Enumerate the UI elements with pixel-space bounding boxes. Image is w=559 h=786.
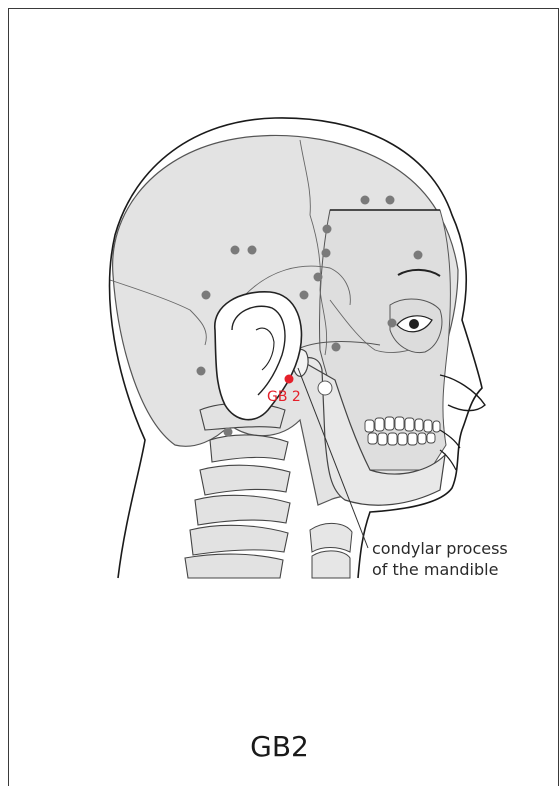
gb2-point-label: GB 2	[267, 389, 301, 405]
reference-point	[361, 196, 370, 205]
reference-point	[332, 343, 341, 352]
reference-point	[314, 273, 323, 282]
iris	[409, 319, 419, 329]
reference-point	[202, 291, 211, 300]
reference-point	[322, 249, 331, 258]
reference-point	[248, 246, 257, 255]
reference-point	[414, 251, 423, 260]
annotation-line-1: condylar process	[372, 539, 508, 558]
gb2-point-marker	[285, 375, 294, 384]
trachea	[310, 523, 352, 578]
reference-point	[323, 225, 332, 234]
reference-point	[231, 246, 240, 255]
reference-point	[224, 428, 233, 437]
caption-title: GB2	[0, 730, 559, 763]
reference-point	[386, 196, 395, 205]
reference-point	[197, 367, 206, 376]
reference-point	[388, 319, 397, 328]
annotation-line-2: of the mandible	[372, 560, 498, 579]
mandibular-notch	[318, 381, 332, 395]
reference-point	[300, 291, 309, 300]
